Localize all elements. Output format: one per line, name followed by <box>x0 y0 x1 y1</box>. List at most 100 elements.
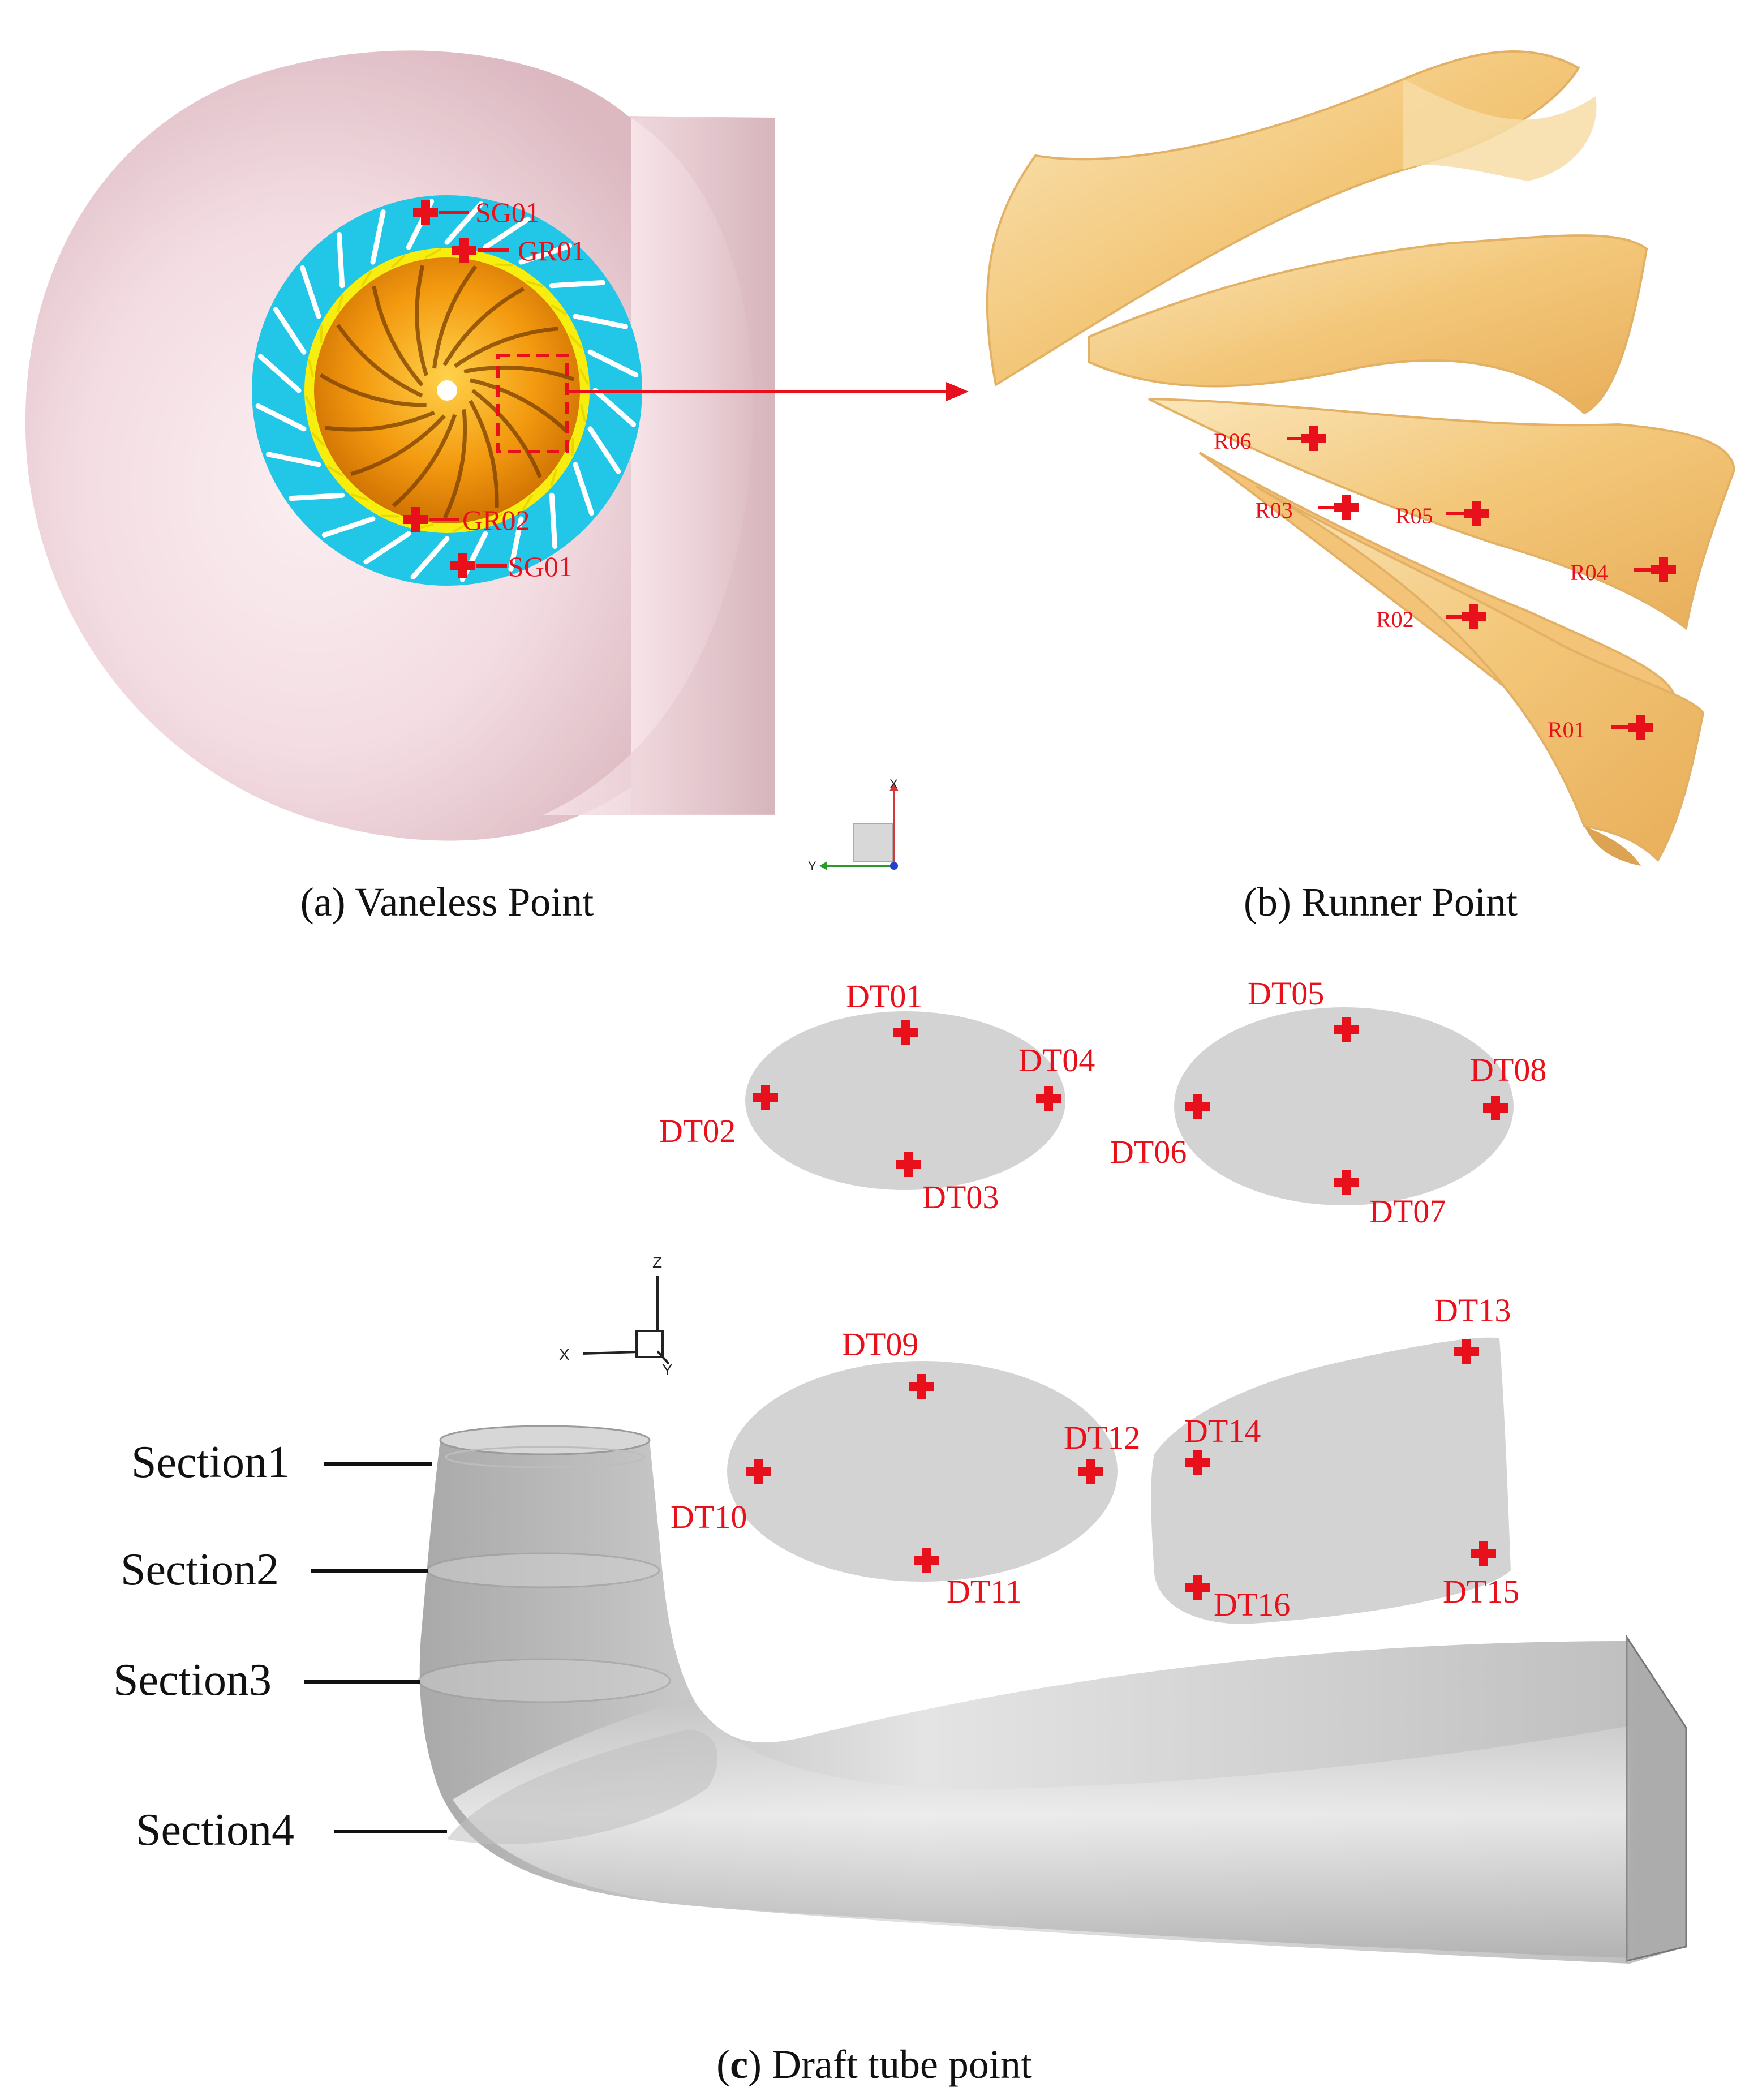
label-dt01: DT01 <box>846 978 922 1015</box>
axis-c-z-label: Z <box>652 1253 662 1271</box>
runner-blades <box>319 265 575 519</box>
guide-vane <box>311 432 325 447</box>
stay-vane <box>587 426 621 474</box>
label-r03: R03 <box>1255 497 1293 523</box>
stay-vane <box>370 209 386 265</box>
stay-vane <box>336 232 345 289</box>
guide-vane <box>360 270 372 287</box>
section1-ring <box>439 1425 651 1455</box>
stay-vane <box>444 201 484 245</box>
outlet-face <box>1627 1637 1686 1961</box>
marker-r03 <box>1334 495 1359 520</box>
guide-vane <box>525 280 543 287</box>
stay-vane <box>273 307 307 355</box>
label-dt12: DT12 <box>1064 1419 1140 1456</box>
guide-vane <box>551 304 568 316</box>
label-section3: Section3 <box>113 1655 272 1705</box>
label-dt13: DT13 <box>1434 1292 1511 1329</box>
runner-markers: R06 R03 R05 R04 R02 R01 <box>1214 426 1676 742</box>
section3-ring <box>418 1658 671 1703</box>
blade-5 <box>1256 486 1705 862</box>
label-dt09: DT09 <box>842 1326 918 1363</box>
guide-vane <box>336 294 344 312</box>
axis-a-y-label: Y <box>808 859 816 873</box>
runner-blade <box>336 324 423 398</box>
label-section4: Section4 <box>136 1805 294 1855</box>
stay-vane <box>587 349 639 378</box>
guide-vane <box>304 396 315 413</box>
label-dt15: DT15 <box>1443 1573 1519 1610</box>
stay-vane <box>483 216 531 250</box>
runner-blade <box>415 265 428 376</box>
axis-a-x-label: X <box>889 777 898 791</box>
label-dt06: DT06 <box>1110 1133 1187 1170</box>
runner-blade <box>319 373 427 407</box>
stay-vane <box>321 516 376 538</box>
guide-vane <box>550 469 558 487</box>
blade-2 <box>1088 234 1648 415</box>
section-labels: Section1 Section2 Section3 Section4 <box>113 1437 447 1855</box>
guide-vane <box>381 514 399 518</box>
section-shapes <box>727 1007 1514 1624</box>
stay-vane <box>573 462 594 516</box>
axis-triad-c <box>582 1276 670 1365</box>
runner-blade <box>453 327 559 368</box>
runner-blade <box>350 414 446 476</box>
stay-vane <box>255 403 307 432</box>
runner-blades-view <box>986 50 1736 866</box>
guide-vane <box>308 359 315 377</box>
stay-vanes <box>255 199 639 582</box>
stay-vane <box>410 536 450 580</box>
runner-blade <box>471 389 542 478</box>
runner-blade <box>470 378 569 433</box>
stay-vane <box>363 531 411 565</box>
section4-shape <box>1151 1337 1511 1624</box>
label-r04: R04 <box>1570 560 1608 585</box>
stay-vane <box>592 388 637 427</box>
stay-vane <box>518 243 573 265</box>
draft-tube-markers: DT01 DT02 DT03 DT04 DT05 DT06 DT07 DT08 … <box>659 975 1546 1623</box>
stay-vane <box>257 354 302 393</box>
runner-hub <box>437 380 457 401</box>
label-sg01-bottom: SG01 <box>508 551 573 582</box>
guide-vane <box>351 493 369 501</box>
label-sg01-top: SG01 <box>475 196 540 228</box>
section1-shape <box>745 1011 1065 1190</box>
guide-vane <box>569 334 583 349</box>
guide-vane <box>326 465 343 477</box>
section4-ring <box>447 1730 718 1844</box>
label-dt10: DT10 <box>671 1498 747 1535</box>
blade-3 <box>1148 398 1736 630</box>
label-dt04: DT04 <box>1018 1042 1095 1079</box>
guide-vane <box>522 494 534 511</box>
runner-blade <box>372 286 424 386</box>
guide-vane <box>488 512 504 527</box>
spiral-case-view <box>25 50 969 841</box>
runner-blade <box>469 400 499 508</box>
label-dt08: DT08 <box>1470 1051 1546 1088</box>
label-r01: R01 <box>1548 717 1585 742</box>
label-section1: Section1 <box>131 1437 290 1487</box>
label-dt16: DT16 <box>1214 1586 1290 1623</box>
label-r05: R05 <box>1395 503 1433 529</box>
stay-vane <box>300 265 321 319</box>
axis-c-x-label: X <box>559 1346 570 1363</box>
guide-vane <box>495 263 513 267</box>
stay-vane <box>289 492 345 501</box>
caption-a: (a) Vaneless Point <box>300 879 594 925</box>
section2-ring <box>426 1552 660 1588</box>
guide-vane <box>579 368 590 385</box>
runner-blade <box>442 287 525 367</box>
draft-tube-body <box>418 1425 1687 1964</box>
zoom-arrow-head <box>946 382 969 401</box>
stay-vane <box>508 516 524 572</box>
label-section2: Section2 <box>121 1545 279 1595</box>
label-dt03: DT03 <box>922 1179 999 1216</box>
runner-blade <box>325 410 435 432</box>
axis-triad-a: X Y <box>808 777 899 873</box>
label-dt07: DT07 <box>1369 1193 1446 1230</box>
label-dt02: DT02 <box>659 1113 736 1149</box>
caption-b: (b) Runner Point <box>1244 879 1518 925</box>
vaneless-markers: SG01 GR01 GR02 SG01 <box>403 196 585 582</box>
